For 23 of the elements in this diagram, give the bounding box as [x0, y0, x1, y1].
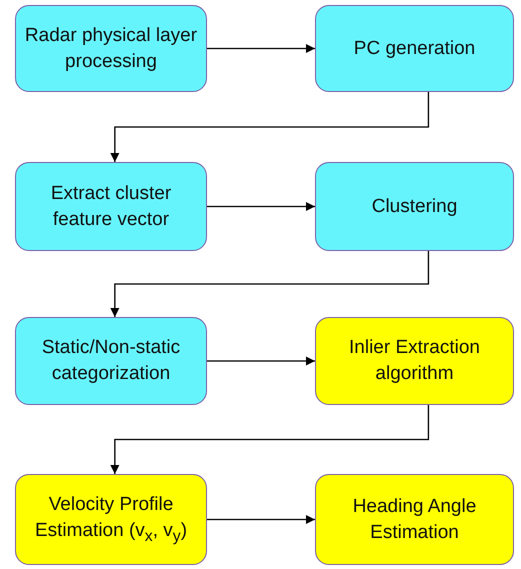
step-label: Extract cluster feature vector: [50, 182, 172, 232]
arrow: [207, 515, 315, 524]
arrow: [110, 405, 430, 474]
step-label: Static/Non-static categorization: [40, 336, 182, 386]
step-label: PC generation: [354, 36, 476, 61]
process-box: [15, 5, 207, 92]
arrow: [110, 92, 430, 162]
arrow: [207, 356, 315, 366]
process-box: [315, 5, 514, 92]
process-box: [315, 162, 514, 251]
process-box: [15, 474, 207, 565]
step-label: Inlier Extraction algorithm: [348, 336, 481, 386]
process-box: [15, 162, 207, 251]
step-label: Velocity Profile Estimation (v$_{x}$, v$_{y}$): [34, 493, 188, 547]
process-box: [15, 317, 207, 405]
process-box: [315, 317, 514, 405]
step-label: Radar physical layer processing: [24, 24, 198, 74]
process-box: [315, 474, 514, 565]
step-label: Clustering: [372, 194, 458, 219]
arrow: [207, 202, 315, 211]
arrow: [207, 44, 315, 53]
arrow: [110, 251, 430, 317]
step-label: Heading Angle Estimation: [352, 494, 478, 544]
